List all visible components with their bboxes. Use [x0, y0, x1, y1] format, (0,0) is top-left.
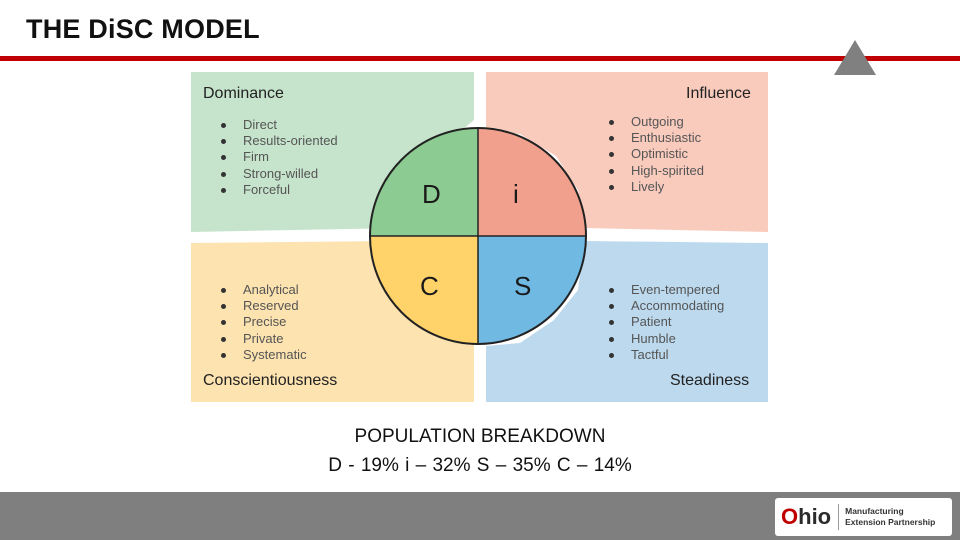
trait-item: Patient	[609, 314, 724, 330]
trait-item: Enthusiastic	[609, 130, 704, 146]
trait-item: Reserved	[221, 298, 307, 314]
trait-item: Even-tempered	[609, 282, 724, 298]
trait-item: High-spirited	[609, 163, 704, 179]
population-breakdown-title: POPULATION BREAKDOWN	[354, 426, 606, 447]
logo-line2: Extension Partnership	[845, 517, 936, 527]
trait-item: Outgoing	[609, 114, 704, 130]
circle-letter-d: D	[422, 179, 441, 209]
circle-letter-c: C	[420, 271, 439, 301]
trait-item: Humble	[609, 331, 724, 347]
trait-item: Precise	[221, 314, 307, 330]
influence-quadrant	[486, 72, 768, 232]
conscientiousness-trait-list: Analytical Reserved Precise Private Syst…	[221, 282, 307, 363]
logo-line1: Manufacturing	[845, 506, 904, 516]
trait-item: Forceful	[221, 182, 338, 198]
trait-item: Optimistic	[609, 146, 704, 162]
logo-wordmark: Ohio	[781, 504, 831, 530]
logo-divider	[838, 504, 840, 530]
trait-item: Accommodating	[609, 298, 724, 314]
steadiness-quadrant	[486, 241, 768, 402]
trait-item: Private	[221, 331, 307, 347]
trait-item: Results-oriented	[221, 133, 338, 149]
dominance-trait-list: Direct Results-oriented Firm Strong-will…	[221, 117, 338, 198]
trait-item: Lively	[609, 179, 704, 195]
title-rule	[0, 56, 960, 61]
conscientiousness-title: Conscientiousness	[203, 372, 338, 389]
circle-c-segment	[370, 236, 478, 344]
trait-item: Systematic	[221, 347, 307, 363]
trait-item: Analytical	[221, 282, 307, 298]
steadiness-title: Steadiness	[670, 372, 750, 389]
ohio-mep-logo: Ohio Manufacturing Extension Partnership	[775, 498, 952, 536]
dominance-title: Dominance	[203, 85, 284, 102]
trait-item: Firm	[221, 149, 338, 165]
circle-letter-s: S	[514, 271, 531, 301]
steadiness-trait-list: Even-tempered Accommodating Patient Humb…	[609, 282, 724, 363]
influence-trait-list: Outgoing Enthusiastic Optimistic High-sp…	[609, 114, 704, 195]
circle-letter-i: i	[513, 179, 519, 209]
population-breakdown-values: D - 19% i – 32% S – 35% C – 14%	[328, 455, 632, 476]
circle-d-segment	[370, 128, 478, 236]
trait-item: Direct	[221, 117, 338, 133]
logo-text: Manufacturing Extension Partnership	[845, 506, 935, 528]
triangle-up-icon	[834, 40, 876, 75]
circle-s-segment	[478, 236, 586, 344]
trait-item: Strong-willed	[221, 166, 338, 182]
logo-rest: hio	[798, 504, 832, 529]
slide-title: THE DiSC MODEL	[26, 14, 260, 44]
logo-o-letter: O	[781, 504, 799, 529]
circle-i-segment	[478, 128, 586, 236]
influence-title: Influence	[686, 85, 751, 102]
trait-item: Tactful	[609, 347, 724, 363]
